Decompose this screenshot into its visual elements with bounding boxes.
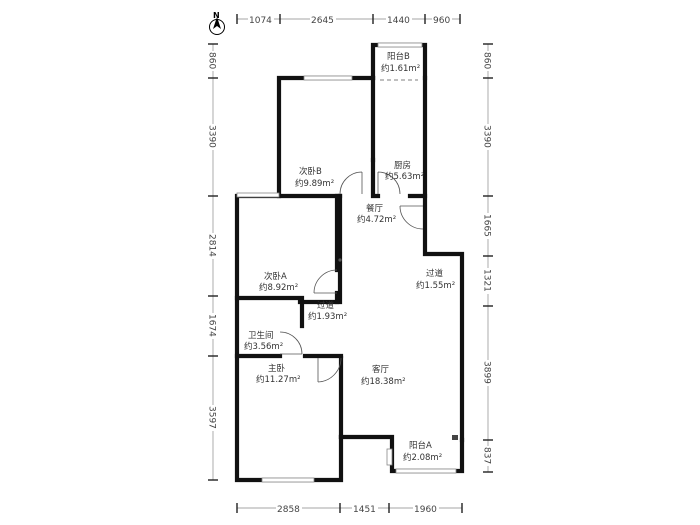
label-kitchen-area: 约5.63m² bbox=[385, 171, 424, 182]
walls bbox=[234, 42, 465, 483]
dim-bottom-1: 2858 bbox=[277, 505, 300, 515]
dim-right-5: 3899 bbox=[482, 361, 492, 384]
room-labels: 阳台B 约1.61m² 次卧B 约9.89m² 厨房 约5.63m² 餐厅 约4… bbox=[244, 51, 455, 463]
dim-right-3: 1665 bbox=[482, 214, 492, 237]
label-balcony-b-name: 阳台B bbox=[387, 51, 410, 62]
label-balcony-b-area: 约1.61m² bbox=[381, 63, 420, 74]
label-dining-area: 约4.72m² bbox=[357, 214, 396, 225]
column-mark-balcony bbox=[452, 435, 458, 440]
label-living-area: 约18.38m² bbox=[361, 376, 406, 387]
dim-left-4: 1674 bbox=[207, 314, 217, 337]
door-master bbox=[317, 357, 342, 383]
top-dimension-line: 1074 2645 1440 960 bbox=[236, 13, 461, 26]
window-balcony-a-side bbox=[386, 448, 393, 466]
dim-right-2: 3390 bbox=[482, 125, 492, 148]
label-hallway-right-name: 过道 bbox=[426, 268, 444, 279]
label-bedroom-a-area: 约8.92m² bbox=[259, 282, 298, 293]
door-bathroom bbox=[279, 331, 303, 355]
door-kitchen bbox=[377, 171, 401, 195]
label-master-name: 主卧 bbox=[268, 363, 286, 374]
label-bedroom-b-name: 次卧B bbox=[299, 166, 322, 177]
label-hallway-right-area: 约1.55m² bbox=[416, 280, 455, 291]
north-arrow-icon bbox=[213, 17, 221, 29]
window-balcony-b bbox=[377, 42, 423, 48]
north-compass: N bbox=[209, 11, 225, 35]
window-balcony-a bbox=[395, 468, 457, 474]
bottom-dimension-line: 2858 1451 1960 bbox=[236, 502, 463, 515]
dim-left-5: 3597 bbox=[207, 406, 217, 429]
doors bbox=[279, 79, 458, 440]
dim-left-3: 2814 bbox=[207, 234, 217, 257]
label-living-name: 客厅 bbox=[372, 364, 390, 375]
dim-top-3: 1440 bbox=[387, 16, 410, 26]
left-dimension-line: 860 3390 2814 1674 3597 bbox=[207, 43, 219, 481]
label-dining-name: 餐厅 bbox=[366, 204, 384, 214]
dim-top-1: 1074 bbox=[249, 16, 272, 26]
label-hallway-left-name: 过道 bbox=[317, 300, 335, 311]
door-bedroom-a bbox=[313, 269, 338, 294]
door-dining bbox=[399, 205, 424, 230]
label-balcony-a-name: 阳台A bbox=[409, 440, 432, 451]
dim-top-4: 960 bbox=[433, 16, 450, 26]
window-bedroom-a bbox=[236, 192, 280, 198]
dim-top-2: 2645 bbox=[311, 16, 334, 26]
dim-bottom-2: 1451 bbox=[353, 505, 376, 515]
dim-right-1: 860 bbox=[482, 52, 492, 69]
window-master bbox=[261, 477, 315, 483]
dim-left-2: 3390 bbox=[207, 125, 217, 148]
dim-right-4: 1321 bbox=[482, 269, 492, 292]
label-master-area: 约11.27m² bbox=[256, 374, 301, 385]
column-mark bbox=[338, 258, 342, 262]
label-bedroom-a-name: 次卧A bbox=[264, 271, 287, 282]
door-bedroom-b bbox=[339, 171, 363, 195]
label-bathroom-name: 卫生间 bbox=[248, 330, 274, 341]
compass-label: N bbox=[213, 11, 220, 20]
windows bbox=[236, 42, 457, 483]
dim-bottom-3: 1960 bbox=[414, 505, 437, 515]
label-bathroom-area: 约3.56m² bbox=[244, 341, 283, 352]
label-bedroom-b-area: 约9.89m² bbox=[295, 178, 334, 189]
dim-left-1: 860 bbox=[207, 52, 217, 69]
label-kitchen-name: 厨房 bbox=[394, 160, 411, 171]
label-balcony-a-area: 约2.08m² bbox=[403, 452, 442, 463]
dim-right-6: 837 bbox=[482, 447, 492, 464]
window-bedroom-b bbox=[303, 75, 353, 81]
right-dimension-line: 860 3390 1665 1321 3899 837 bbox=[482, 43, 494, 473]
label-hallway-left-area: 约1.93m² bbox=[308, 311, 347, 322]
